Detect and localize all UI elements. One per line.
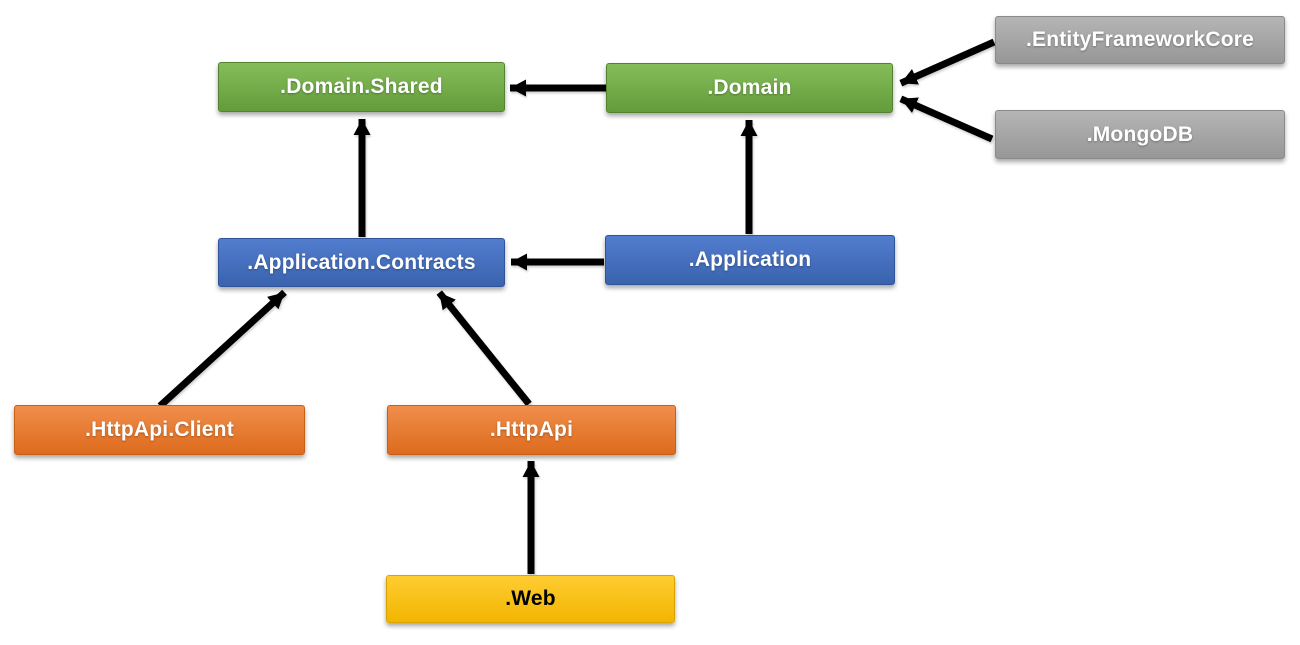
node-label-entity-framework-core: .EntityFrameworkCore: [1025, 28, 1255, 51]
node-label-domain-shared: .Domain.Shared: [280, 75, 443, 98]
node-domain: .Domain: [606, 63, 893, 113]
node-label-application: .Application: [688, 248, 812, 271]
edge-httpapi-to-application-contracts: [436, 290, 532, 407]
edge-entity-framework-core-to-domain: [899, 38, 996, 87]
node-httpapi-client: .HttpApi.Client: [14, 405, 305, 455]
node-web: .Web: [386, 575, 675, 623]
node-mongodb: .MongoDB: [995, 110, 1285, 159]
dependency-arrows: [157, 38, 996, 574]
node-label-web: .Web: [505, 587, 556, 610]
node-entity-framework-core: .EntityFrameworkCore: [995, 16, 1285, 64]
edge-httpapi-client-to-application-contracts: [157, 289, 287, 409]
node-label-mongodb: .MongoDB: [1086, 122, 1194, 146]
node-label-application-contracts: .Application.Contracts: [247, 250, 476, 274]
node-domain-shared: .Domain.Shared: [218, 62, 505, 112]
node-application: .Application: [605, 235, 895, 285]
node-label-domain: .Domain: [707, 76, 792, 99]
node-httpapi: .HttpApi: [387, 405, 676, 455]
node-label-httpapi: .HttpApi: [489, 418, 574, 441]
node-label-httpapi-client: .HttpApi.Client: [85, 418, 234, 441]
edge-mongodb-to-domain: [899, 95, 994, 143]
node-application-contracts: .Application.Contracts: [218, 238, 505, 287]
